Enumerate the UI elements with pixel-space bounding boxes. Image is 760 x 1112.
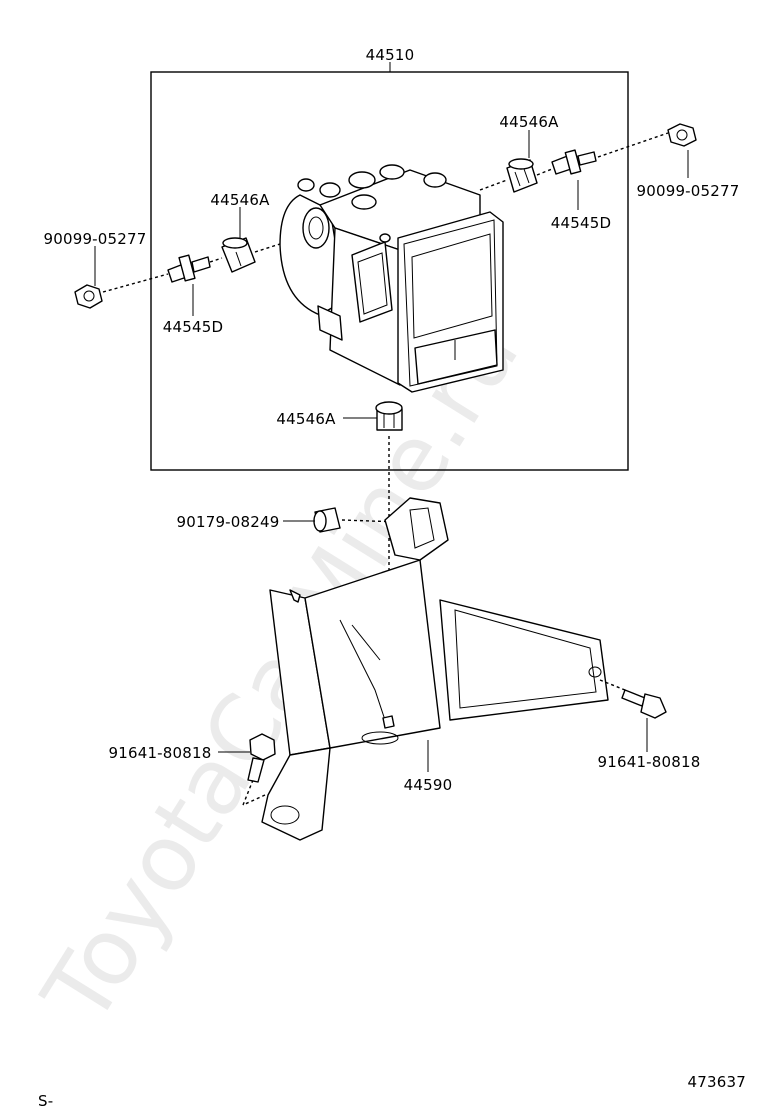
- label-bolt-left: 91641-80818: [108, 744, 211, 762]
- label-cushion-bottom: 44546A: [276, 410, 336, 428]
- stud-right: [551, 149, 597, 175]
- bracket: [261, 497, 609, 841]
- label-stud-right: 44545D: [551, 214, 611, 232]
- label-bolt-right: 91641-80818: [597, 753, 700, 771]
- label-bracket: 44590: [404, 776, 453, 794]
- cushion-left: [221, 237, 256, 273]
- label-assembly: 44510: [366, 46, 415, 64]
- abs-actuator: [279, 164, 504, 393]
- bolt-right: [621, 689, 667, 719]
- grommet: [313, 507, 341, 533]
- label-cushion-left: 44546A: [210, 191, 270, 209]
- label-grommet: 90179-08249: [176, 513, 279, 531]
- cushion-bottom: [375, 401, 403, 431]
- label-stud-left: 44545D: [163, 318, 223, 336]
- label-cushion-right-top: 44546A: [499, 113, 559, 131]
- cushion-right-top: [506, 158, 538, 193]
- diagram-number: 473637: [688, 1073, 746, 1091]
- stud-left: [167, 254, 211, 283]
- nut-right: [667, 123, 697, 147]
- label-nut-right: 90099-05277: [636, 182, 739, 200]
- footer-left-code: S-: [38, 1092, 53, 1110]
- nut-left: [74, 284, 103, 309]
- bolt-left: [247, 733, 276, 783]
- label-nut-left: 90099-05277: [43, 230, 146, 248]
